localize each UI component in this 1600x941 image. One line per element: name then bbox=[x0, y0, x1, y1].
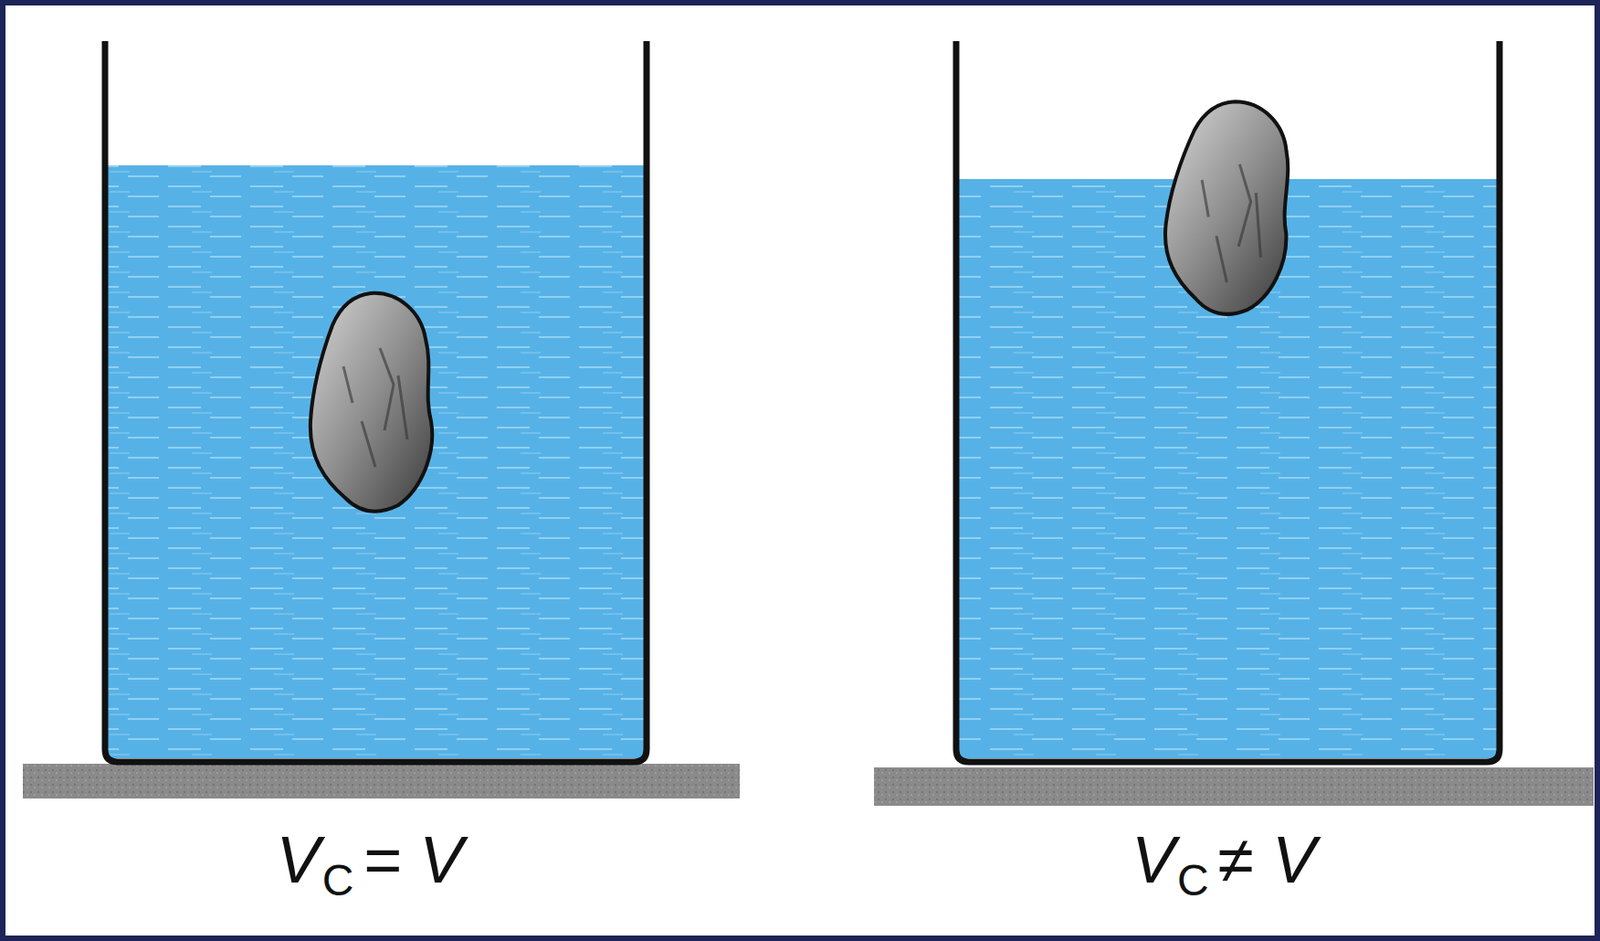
formula-term: V bbox=[1131, 822, 1176, 896]
formula-term: V bbox=[276, 822, 321, 896]
table-surface bbox=[22, 763, 740, 799]
subscript: C bbox=[1177, 855, 1210, 905]
stone bbox=[310, 293, 432, 512]
formula: VC≠ V bbox=[1131, 826, 1316, 893]
beaker bbox=[105, 41, 647, 762]
subscript: C bbox=[322, 855, 355, 905]
water bbox=[107, 165, 644, 758]
beaker bbox=[956, 41, 1500, 762]
stone bbox=[1159, 97, 1296, 319]
formula: VC= V bbox=[276, 826, 464, 893]
formula-term: ≠ V bbox=[1218, 822, 1317, 896]
formula-term: = V bbox=[362, 822, 464, 896]
table-surface bbox=[873, 767, 1594, 806]
